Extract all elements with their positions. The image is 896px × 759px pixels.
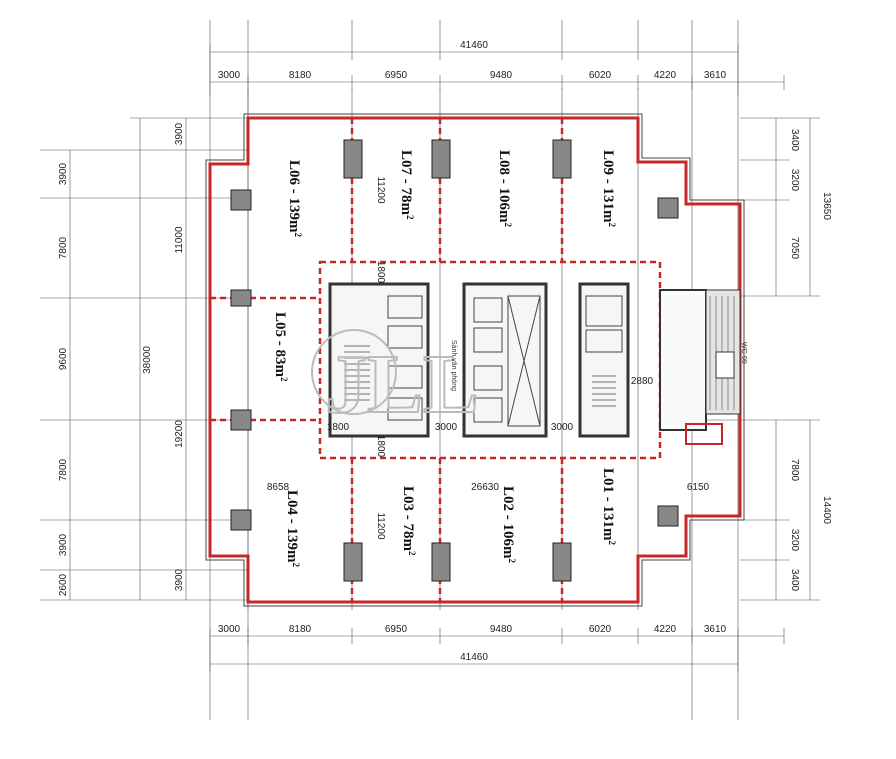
dim-left-outer: 7800 [58, 458, 69, 481]
lobby-label: Sảnh văn phòng [450, 340, 457, 391]
unit-label-l07: L07 - 78m2 [398, 150, 415, 220]
dim-inner: 1800 [375, 261, 386, 284]
dim-bottom-seg: 4220 [654, 624, 677, 635]
unit-label-l09: L09 - 131m2 [600, 150, 617, 228]
dim-inner: 2880 [631, 376, 654, 387]
dim-right-inner: 3200 [789, 529, 800, 552]
dim-left-outer: 2600 [58, 573, 69, 596]
dim-inner: 1800 [327, 422, 350, 433]
right-dimensions: 3400 3200 7050 7800 3200 3400 13650 1440… [789, 129, 832, 592]
unit-label-l04: L04 - 139m2 [284, 490, 301, 568]
dim-left-mid: 3900 [174, 568, 185, 591]
columns [230, 139, 679, 582]
dim-core-mid: 26630 [471, 482, 499, 493]
dim-right-inner: 7050 [789, 237, 800, 260]
dim-top-seg: 3000 [218, 70, 241, 81]
dim-bottom-seg: 3610 [704, 624, 727, 635]
dim-left-mid: 3900 [174, 122, 185, 145]
dim-right-inner: 7800 [789, 459, 800, 482]
watermark-logo: JLL [325, 338, 479, 431]
dim-left-mid: 19200 [174, 420, 185, 448]
dim-bottom-seg: 6950 [385, 624, 408, 635]
dim-right-outer: 14400 [821, 496, 832, 524]
dim-inner: 3000 [435, 422, 458, 433]
building-outline [205, 113, 745, 607]
dim-inner: 3000 [551, 422, 574, 433]
dim-inner: 11200 [375, 512, 386, 540]
dim-bottom-seg: 3000 [218, 624, 241, 635]
unit-label-l02: L02 - 106m2 [500, 486, 517, 564]
dim-top-seg: 4220 [654, 70, 677, 81]
dim-top-overall: 41460 [460, 40, 488, 51]
lease-boundary [208, 116, 742, 604]
dim-top-seg: 8180 [289, 70, 312, 81]
dim-bottom-seg: 9480 [490, 624, 513, 635]
unit-label-l01: L01 - 131m2 [600, 468, 617, 546]
dim-bottom-seg: 6020 [589, 624, 612, 635]
building-core [328, 282, 741, 445]
dim-left-mid: 11000 [174, 226, 185, 254]
dim-core-left: 8658 [267, 482, 290, 493]
dim-right-inner: 3400 [789, 569, 800, 592]
dim-left-outer: 9600 [58, 347, 69, 370]
unit-label-l05: L05 - 83m2 [272, 312, 289, 382]
watermark-ring [311, 329, 397, 415]
unit-label-l03: L03 - 78m2 [400, 486, 417, 556]
dim-inner: 11200 [375, 176, 386, 204]
dim-left-mid: 38000 [142, 346, 153, 374]
dim-left-outer: 3900 [58, 162, 69, 185]
dim-top-seg: 3610 [704, 70, 727, 81]
dim-bottom-seg: 8180 [289, 624, 312, 635]
unit-label-l06: L06 - 139m2 [286, 160, 303, 238]
wc-label: WC-09 [740, 342, 747, 364]
dim-right-inner: 3400 [789, 129, 800, 152]
unit-labels: L06 - 139m2 L07 - 78m2 L08 - 106m2 L09 -… [272, 150, 617, 568]
left-dimensions: 3900 7800 9600 7800 3900 2600 3900 11000… [58, 122, 185, 596]
dim-top-seg: 6950 [385, 70, 408, 81]
dim-inner: 1800 [375, 435, 386, 458]
dim-top-seg: 9480 [490, 70, 513, 81]
dim-core-right: 6150 [687, 482, 710, 493]
dim-top-seg: 6020 [589, 70, 612, 81]
dim-right-inner: 3200 [789, 169, 800, 192]
dim-bottom-overall: 41460 [460, 652, 488, 663]
unit-label-l08: L08 - 106m2 [496, 150, 513, 228]
inner-dimensions: 8658 26630 6150 11200 1800 1800 3000 300… [267, 176, 710, 540]
dim-right-outer: 13650 [821, 192, 832, 220]
dim-left-outer: 3900 [58, 533, 69, 556]
dim-left-outer: 7800 [58, 236, 69, 259]
